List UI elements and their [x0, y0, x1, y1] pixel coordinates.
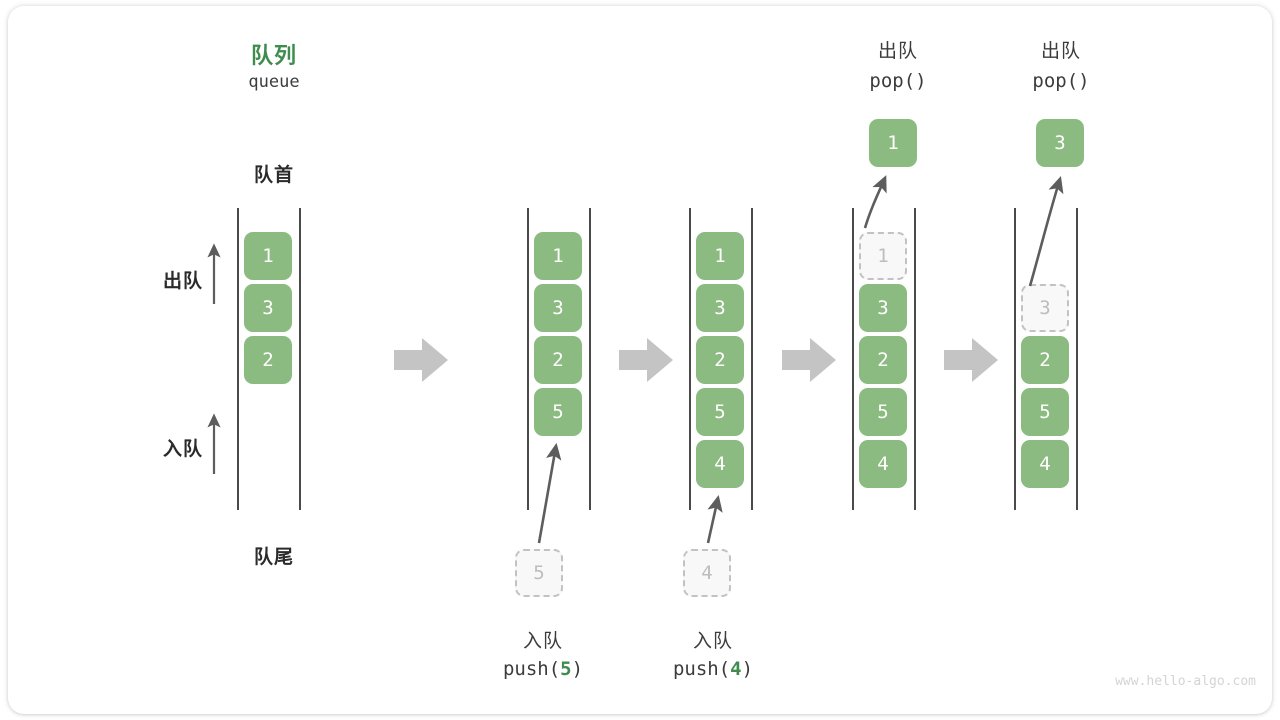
queue-cell: 3 — [534, 284, 582, 332]
step-caption-cn: 入队 — [522, 631, 563, 652]
push-arrow — [537, 442, 562, 544]
front-label: 队首 — [253, 165, 294, 186]
enqueue-label: 入队 — [162, 439, 203, 460]
flow-arrow — [394, 338, 448, 382]
rail-left-step5 — [1014, 208, 1016, 510]
queue-cell: 3 — [859, 284, 907, 332]
step-header-code: pop() — [1032, 70, 1090, 92]
pop-arrow — [863, 175, 887, 229]
queue-cell-ghost: 3 — [1021, 284, 1069, 332]
push-keyword: push( — [672, 658, 731, 680]
queue-cell: 2 — [859, 336, 907, 384]
push-arrow — [706, 494, 723, 544]
watermark: www.hello-algo.com — [1115, 674, 1256, 689]
arrows-overlay — [207, 175, 1064, 544]
flow-arrow — [619, 338, 673, 382]
push-argument: 4 — [730, 658, 742, 680]
popped-value-box: 1 — [869, 119, 917, 167]
queue-cell: 4 — [696, 440, 744, 488]
push-close-paren: ) — [571, 658, 584, 680]
dequeue-label: 出队 — [162, 271, 203, 292]
step-caption-cn: 入队 — [692, 631, 733, 652]
rail-left-step2 — [527, 208, 529, 510]
queue-cell: 5 — [696, 388, 744, 436]
rail-right-step1 — [299, 208, 301, 510]
queue-cell: 2 — [534, 336, 582, 384]
step-header-cn: 出队 — [877, 41, 918, 62]
queue-cell: 3 — [696, 284, 744, 332]
popped-value-box: 3 — [1036, 119, 1084, 167]
queue-cell-ghost: 1 — [859, 232, 907, 280]
incoming-value-box: 5 — [515, 549, 563, 597]
queue-cell: 5 — [1021, 388, 1069, 436]
push-argument: 5 — [560, 658, 572, 680]
step-header-cn: 出队 — [1040, 41, 1081, 62]
rail-right-step4 — [914, 208, 916, 510]
rail-left-step1 — [237, 208, 239, 510]
rail-right-step2 — [589, 208, 591, 510]
diagram-card: 队列 queue 队首 队尾 出队 入队 1 3 2 1 3 2 5 5 入队 … — [8, 6, 1272, 714]
flow-arrow — [782, 338, 836, 382]
queue-cell: 1 — [696, 232, 744, 280]
queue-cell: 1 — [534, 232, 582, 280]
step-caption-code: push(5) — [448, 658, 638, 680]
diagram-title-cn: 队列 — [250, 43, 297, 68]
rail-right-step3 — [751, 208, 753, 510]
queue-cell: 5 — [859, 388, 907, 436]
queue-cell: 2 — [244, 336, 292, 384]
queue-cell: 4 — [859, 440, 907, 488]
diagram-title-en: queue — [248, 72, 300, 92]
queue-cell: 2 — [1021, 336, 1069, 384]
rail-right-step5 — [1076, 208, 1078, 510]
incoming-value-box: 4 — [683, 549, 731, 597]
queue-cell: 2 — [696, 336, 744, 384]
rear-label: 队尾 — [253, 547, 294, 568]
queue-cell: 3 — [244, 284, 292, 332]
push-close-paren: ) — [741, 658, 754, 680]
step-caption-code: push(4) — [618, 658, 808, 680]
queue-cell: 5 — [534, 388, 582, 436]
flow-arrow — [944, 338, 998, 382]
rail-left-step4 — [852, 208, 854, 510]
pop-arrow — [1028, 176, 1064, 287]
rail-left-step3 — [689, 208, 691, 510]
push-keyword: push( — [502, 658, 561, 680]
queue-cell: 1 — [244, 232, 292, 280]
queue-cell: 4 — [1021, 440, 1069, 488]
step-header-code: pop() — [869, 70, 927, 92]
